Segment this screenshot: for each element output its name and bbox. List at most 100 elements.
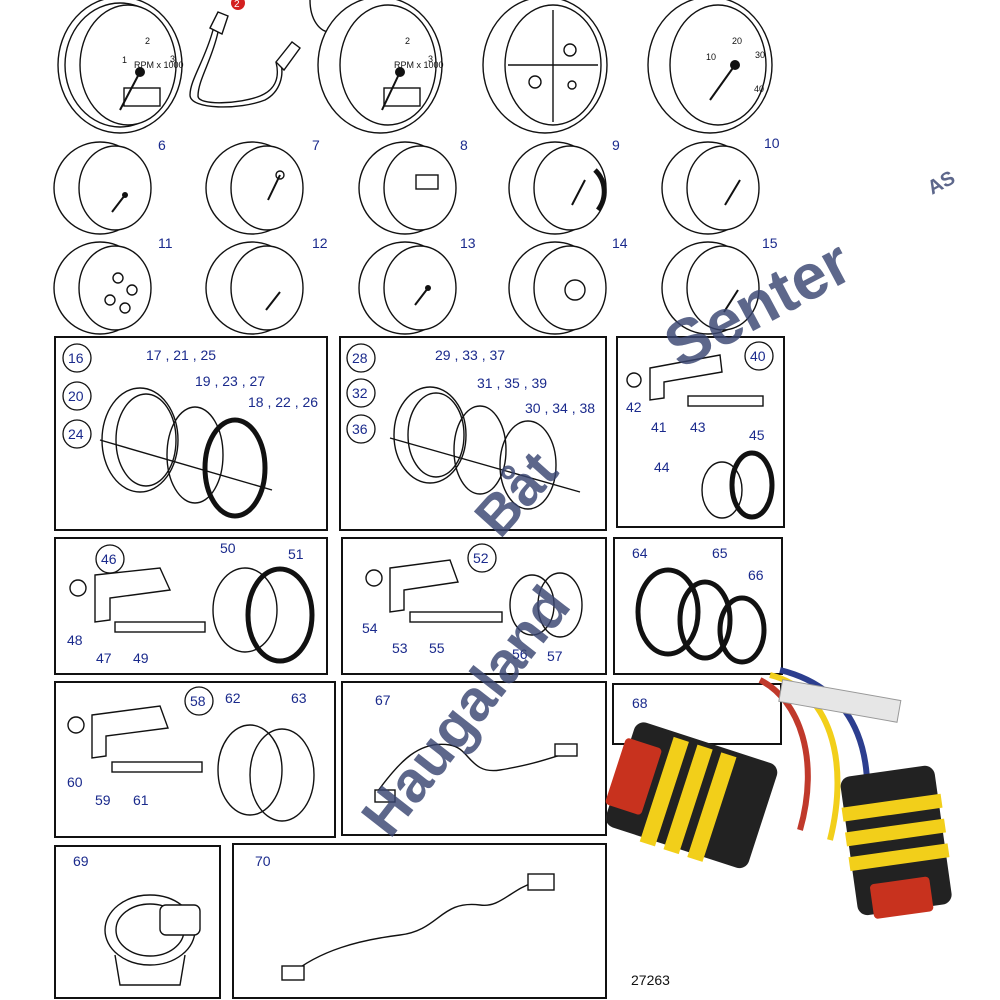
part-number-53: 53	[392, 640, 408, 656]
sender-unit-69	[104, 894, 201, 986]
part-number-47: 47	[96, 650, 112, 666]
gauge-15	[661, 241, 760, 335]
cable-harness-2: 2	[189, 0, 301, 108]
part-number-18-22-26: 18 , 22 , 26	[248, 394, 318, 410]
part-number-50: 50	[220, 540, 236, 556]
part-number-48: 48	[67, 632, 83, 648]
harness-cable-70	[281, 873, 555, 981]
gauge-large-4	[482, 0, 608, 134]
gauge-rpm-label-b: RPM x 1000	[394, 60, 444, 70]
gauge-13	[358, 241, 457, 335]
box-cable-67	[341, 681, 607, 836]
bezel-ring-a	[99, 387, 273, 519]
part-number-11: 11	[158, 235, 173, 251]
callout-marker-icon	[231, 0, 245, 10]
part-number-60: 60	[67, 774, 83, 790]
part-number-67: 67	[375, 692, 391, 708]
part-number-17-21-25: 17 , 21 , 25	[146, 347, 216, 363]
watermark-suffix: AS	[924, 167, 959, 199]
part-number-44: 44	[654, 459, 670, 475]
part-number-59: 59	[95, 792, 111, 808]
mounting-hardware-g	[67, 705, 315, 822]
part-number-43: 43	[690, 419, 706, 435]
part-number-9: 9	[612, 137, 620, 153]
gauge-11	[53, 241, 152, 335]
part-number-16: 16	[68, 350, 84, 366]
part-number-20: 20	[68, 388, 84, 404]
part-number-49: 49	[133, 650, 149, 666]
part-number-51: 51	[288, 546, 304, 562]
part-number-29-33-37: 29 , 33 , 37	[435, 347, 505, 363]
part-number-10: 10	[764, 135, 780, 151]
sensor-cable-67	[374, 743, 578, 803]
box-sender-69	[54, 845, 221, 999]
gauge-tick-2: 2	[145, 36, 150, 46]
part-number-12: 12	[312, 235, 328, 251]
part-number-68: 68	[632, 695, 648, 711]
part-number-41: 41	[651, 419, 667, 435]
part-number-15: 15	[762, 235, 778, 251]
part-number-45: 45	[749, 427, 765, 443]
mounting-hardware-d	[69, 566, 315, 664]
diagram-number: 27263	[631, 972, 670, 988]
part-number-36: 36	[352, 421, 368, 437]
part-number-63: 63	[291, 690, 307, 706]
part-number-52: 52	[473, 550, 489, 566]
gauge-7	[205, 141, 304, 235]
part-number-64: 64	[632, 545, 648, 561]
part-number-28: 28	[352, 350, 368, 366]
box-mounting-kit-c	[616, 336, 785, 528]
gauge-large-1: 2 3 1 RPM x 1000	[57, 0, 184, 134]
gauge-9	[508, 141, 607, 235]
speed-tick-40: 40	[754, 84, 764, 94]
part-number-58: 58	[190, 693, 206, 709]
box-mounting-kit-g	[54, 681, 336, 838]
box-cable-70	[232, 843, 607, 999]
seal-rings-f	[635, 567, 767, 665]
part-number-56: 56	[512, 646, 528, 662]
gauge-12	[205, 241, 304, 335]
part-number-62: 62	[225, 690, 241, 706]
part-number-54: 54	[362, 620, 378, 636]
mounting-hardware-e	[365, 559, 583, 638]
part-number-19-23-27: 19 , 23 , 27	[195, 373, 265, 389]
part-number-8: 8	[460, 137, 468, 153]
box-mounting-kit-e	[341, 537, 607, 675]
part-number-61: 61	[133, 792, 149, 808]
gauge-tick-2b: 2	[405, 36, 410, 46]
gauge-large-3: 2 3 RPM x 1000	[309, 0, 444, 134]
part-number-55: 55	[429, 640, 445, 656]
callout-marker-number: 2	[234, 0, 240, 10]
part-number-24: 24	[68, 426, 84, 442]
watermark-line-2: Båt	[462, 439, 569, 548]
box-bezel-kit-b	[339, 336, 607, 531]
part-number-46: 46	[101, 551, 117, 567]
box-seal-kit-f	[613, 537, 783, 675]
part-number-30-34-38: 30 , 34 , 38	[525, 400, 595, 416]
gauge-10	[661, 141, 760, 235]
part-number-40: 40	[750, 348, 766, 364]
box-bezel-kit-a	[54, 336, 328, 531]
speed-tick-10: 10	[706, 52, 716, 62]
part-number-7: 7	[312, 137, 320, 153]
part-number-57: 57	[547, 648, 563, 664]
speed-tick-30: 30	[755, 50, 765, 60]
bezel-ring-b	[389, 386, 581, 510]
gauge-14	[508, 241, 607, 335]
gauge-tick-3b: 3	[428, 54, 433, 64]
mounting-hardware-c	[626, 354, 775, 520]
part-number-14: 14	[612, 235, 628, 251]
gauge-tick-3: 3	[170, 54, 175, 64]
part-number-65: 65	[712, 545, 728, 561]
part-number-42: 42	[626, 399, 642, 415]
connector-photo	[605, 667, 952, 919]
box-mounting-kit-d	[54, 537, 328, 675]
part-number-32: 32	[352, 385, 368, 401]
part-number-70: 70	[255, 853, 271, 869]
part-number-31-35-39: 31 , 35 , 39	[477, 375, 547, 391]
part-number-13: 13	[460, 235, 476, 251]
speed-tick-20: 20	[732, 36, 742, 46]
gauge-8	[358, 141, 457, 235]
part-number-66: 66	[748, 567, 764, 583]
